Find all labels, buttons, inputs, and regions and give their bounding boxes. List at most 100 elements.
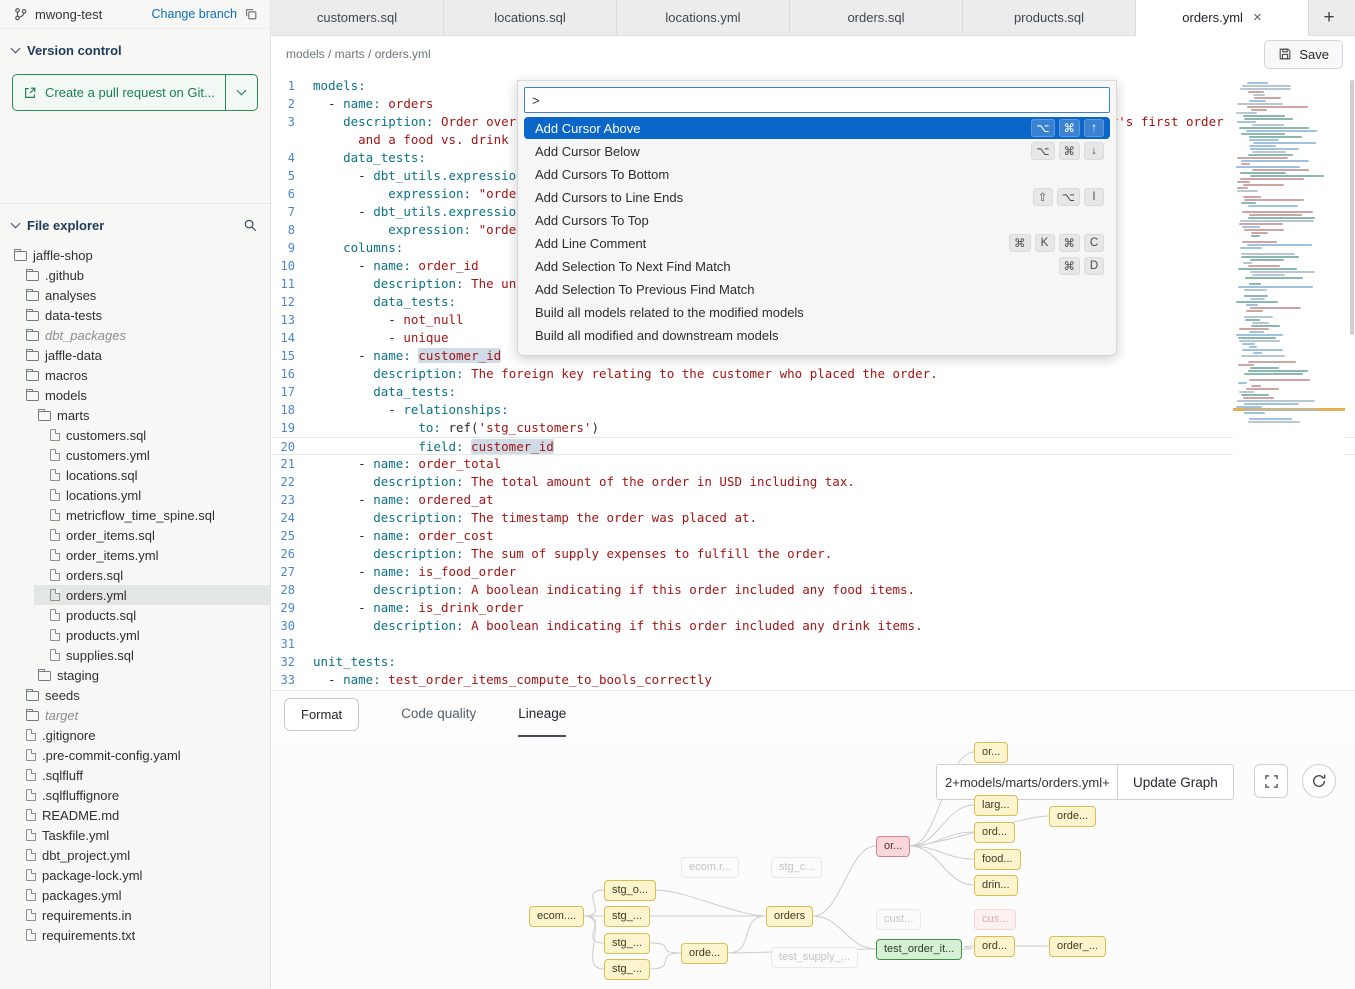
file-tree-item-analyses[interactable]: analyses [0, 285, 270, 305]
file-tree-item-metricflow_time_spine.sql[interactable]: metricflow_time_spine.sql [0, 505, 270, 525]
file-tree-item-dbt_packages[interactable]: dbt_packages [0, 325, 270, 345]
file-tree-item-.gitignore[interactable]: .gitignore [0, 725, 270, 745]
palette-item[interactable]: Add Cursors to Line Ends⇧⌥I [524, 186, 1110, 208]
lineage-node-ord[interactable]: ord... [974, 936, 1015, 957]
version-control-header[interactable]: Version control [0, 29, 270, 68]
command-palette-input[interactable] [524, 87, 1110, 113]
file-tree-item-order_items.yml[interactable]: order_items.yml [0, 545, 270, 565]
save-button[interactable]: Save [1264, 40, 1343, 69]
file-tree-item-orders.sql[interactable]: orders.sql [0, 565, 270, 585]
code-line[interactable]: 29 - name: is_drink_order [271, 599, 1355, 617]
code-line[interactable]: 21 - name: order_total [271, 455, 1355, 473]
palette-item[interactable]: Add Selection To Previous Find Match [524, 278, 1110, 300]
file-tree-item-dbt_project.yml[interactable]: dbt_project.yml [0, 845, 270, 865]
palette-item[interactable]: Add Selection To Next Find Match⌘D [524, 255, 1110, 277]
file-tree-item-products.sql[interactable]: products.sql [0, 605, 270, 625]
create-pr-button[interactable]: Create a pull request on Git... [12, 74, 258, 111]
tab-locations.yml[interactable]: locations.yml [617, 0, 790, 35]
palette-item[interactable]: Add Cursor Below⌥⌘↓ [524, 140, 1110, 162]
tab-lineage[interactable]: Lineage [518, 691, 566, 737]
file-tree-item-.sqlfluffignore[interactable]: .sqlfluffignore [0, 785, 270, 805]
palette-item[interactable]: Build all models related to the modified… [524, 301, 1110, 323]
lineage-canvas[interactable]: Update Graph or...orde...larg...ord...fo… [271, 737, 1355, 989]
code-line[interactable]: 20 field: customer_id [271, 437, 1355, 455]
palette-item[interactable]: Add Cursor Above⌥⌘↑ [524, 117, 1110, 139]
file-tree-item-README.md[interactable]: README.md [0, 805, 270, 825]
lineage-node-stg_o[interactable]: stg_o... [604, 880, 656, 901]
file-tree-item-customers.yml[interactable]: customers.yml [0, 445, 270, 465]
code-line[interactable]: 19 to: ref('stg_customers') [271, 419, 1355, 437]
file-explorer-header[interactable]: File explorer [0, 204, 270, 241]
close-icon[interactable]: × [1253, 10, 1262, 25]
tab-orders.sql[interactable]: orders.sql [790, 0, 963, 35]
new-tab-button[interactable]: + [1309, 0, 1349, 35]
copy-icon[interactable] [244, 7, 258, 21]
palette-item[interactable]: Build all modified and downstream models [524, 324, 1110, 346]
code-line[interactable]: 24 description: The timestamp the order … [271, 509, 1355, 527]
lineage-node-ecom[interactable]: ecom.... [529, 906, 584, 927]
lineage-node-cus[interactable]: cus... [974, 909, 1016, 930]
file-tree-item-jaffle-shop[interactable]: jaffle-shop [0, 245, 270, 265]
lineage-node-orde[interactable]: orde... [1049, 806, 1096, 827]
file-tree-item-seeds[interactable]: seeds [0, 685, 270, 705]
file-tree-item-target[interactable]: target [0, 705, 270, 725]
refresh-button[interactable] [1302, 764, 1336, 798]
file-tree-item-customers.sql[interactable]: customers.sql [0, 425, 270, 445]
tab-locations.sql[interactable]: locations.sql [444, 0, 617, 35]
lineage-node-larg[interactable]: larg... [974, 795, 1018, 816]
search-icon[interactable] [243, 218, 258, 233]
file-tree-item-.pre-commit-config.yaml[interactable]: .pre-commit-config.yaml [0, 745, 270, 765]
file-tree-item-jaffle-data[interactable]: jaffle-data [0, 345, 270, 365]
lineage-node-order_[interactable]: order_... [1049, 936, 1106, 957]
change-branch-link[interactable]: Change branch [152, 7, 237, 21]
lineage-node-stg_[interactable]: stg_... [604, 959, 650, 980]
file-tree-item-requirements.in[interactable]: requirements.in [0, 905, 270, 925]
file-tree-item-package-lock.yml[interactable]: package-lock.yml [0, 865, 270, 885]
lineage-node-orde[interactable]: orde... [681, 943, 728, 964]
update-graph-button[interactable]: Update Graph [1118, 764, 1234, 800]
code-line[interactable]: 30 description: A boolean indicating if … [271, 617, 1355, 635]
editor-scrollbar[interactable] [1350, 80, 1354, 335]
lineage-node-ord[interactable]: ord... [974, 822, 1015, 843]
tab-code-quality[interactable]: Code quality [401, 691, 476, 737]
file-tree-item-staging[interactable]: staging [0, 665, 270, 685]
code-line[interactable]: 22 description: The total amount of the … [271, 473, 1355, 491]
file-tree-item-products.yml[interactable]: products.yml [0, 625, 270, 645]
code-line[interactable]: 16 description: The foreign key relating… [271, 365, 1355, 383]
lineage-node-ecomr[interactable]: ecom.r... [681, 857, 739, 878]
pr-dropdown-button[interactable] [225, 75, 257, 110]
code-line[interactable]: 23 - name: ordered_at [271, 491, 1355, 509]
lineage-node-cust[interactable]: cust... [876, 909, 921, 930]
code-line[interactable]: 28 description: A boolean indicating if … [271, 581, 1355, 599]
code-line[interactable]: 32unit_tests: [271, 653, 1355, 671]
lineage-node-stg_[interactable]: stg_... [604, 906, 650, 927]
code-line[interactable]: 27 - name: is_food_order [271, 563, 1355, 581]
file-tree-item-packages.yml[interactable]: packages.yml [0, 885, 270, 905]
code-line[interactable]: 18 - relationships: [271, 401, 1355, 419]
file-tree-item-marts[interactable]: marts [0, 405, 270, 425]
lineage-node-or[interactable]: or... [876, 836, 910, 857]
code-line[interactable]: 26 description: The sum of supply expens… [271, 545, 1355, 563]
palette-item[interactable]: Add Cursors To Bottom [524, 163, 1110, 185]
palette-item[interactable]: Add Line Comment⌘K⌘C [524, 232, 1110, 254]
file-tree-item-requirements.txt[interactable]: requirements.txt [0, 925, 270, 945]
tab-orders.yml[interactable]: orders.yml× [1136, 0, 1309, 36]
tab-customers.sql[interactable]: customers.sql [271, 0, 444, 35]
lineage-node-stg_[interactable]: stg_... [604, 933, 650, 954]
file-tree-item-models[interactable]: models [0, 385, 270, 405]
file-tree-item-Taskfile.yml[interactable]: Taskfile.yml [0, 825, 270, 845]
code-line[interactable]: 25 - name: order_cost [271, 527, 1355, 545]
lineage-selector-input[interactable] [936, 764, 1118, 800]
file-tree-item-locations.yml[interactable]: locations.yml [0, 485, 270, 505]
code-line[interactable]: 33 - name: test_order_items_compute_to_b… [271, 671, 1355, 689]
lineage-node-or[interactable]: or... [974, 742, 1008, 763]
lineage-node-stg_c[interactable]: stg_c... [771, 857, 822, 878]
minimap[interactable] [1233, 78, 1345, 480]
lineage-node-orders[interactable]: orders [766, 906, 813, 927]
file-tree-item-.sqlfluff[interactable]: .sqlfluff [0, 765, 270, 785]
file-tree-item-data-tests[interactable]: data-tests [0, 305, 270, 325]
file-tree-item-locations.sql[interactable]: locations.sql [0, 465, 270, 485]
file-tree-item-supplies.sql[interactable]: supplies.sql [0, 645, 270, 665]
file-tree-item-order_items.sql[interactable]: order_items.sql [0, 525, 270, 545]
file-tree-item-orders.yml[interactable]: orders.yml [0, 585, 270, 605]
